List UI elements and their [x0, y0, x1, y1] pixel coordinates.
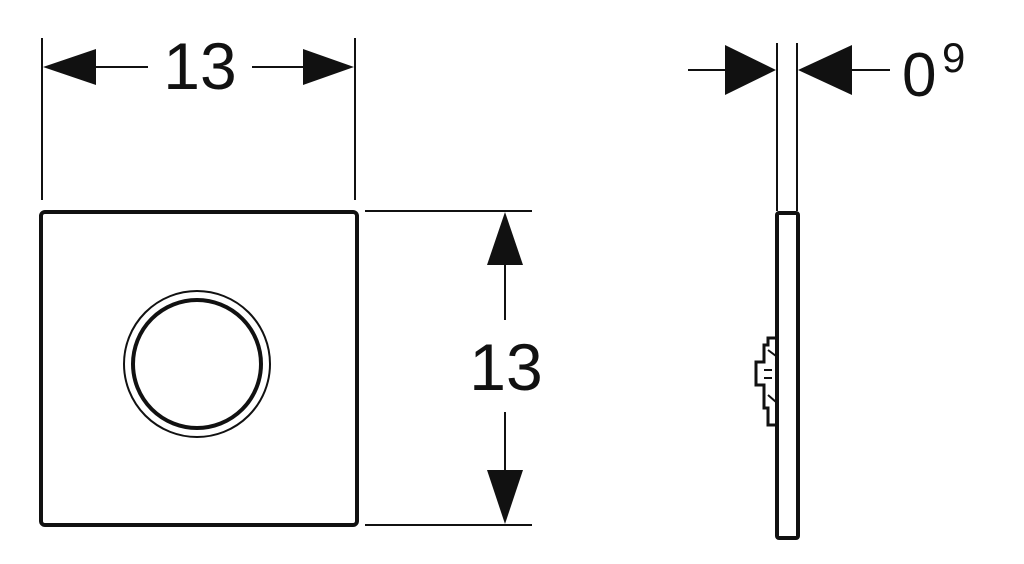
thickness-label: 0	[902, 41, 936, 110]
arrowhead-side-left-icon	[798, 45, 852, 95]
side-plate	[775, 211, 800, 540]
arrowhead-right-icon	[303, 49, 354, 85]
front-plate	[39, 210, 359, 527]
arrowhead-side-right-icon	[725, 45, 776, 95]
thickness-dimension	[688, 43, 890, 211]
height-label: 13	[469, 330, 542, 404]
button-ring-inner	[131, 298, 263, 430]
arrowhead-up-icon	[487, 212, 523, 265]
arrowhead-down-icon	[487, 470, 523, 524]
width-dimension	[41, 38, 356, 200]
width-label: 13	[163, 29, 236, 103]
button-ring-outer	[123, 290, 271, 438]
arrowhead-left-icon	[43, 49, 96, 85]
side-mechanism	[754, 336, 776, 427]
height-dimension	[365, 210, 532, 526]
thickness-superscript: 9	[942, 34, 965, 81]
